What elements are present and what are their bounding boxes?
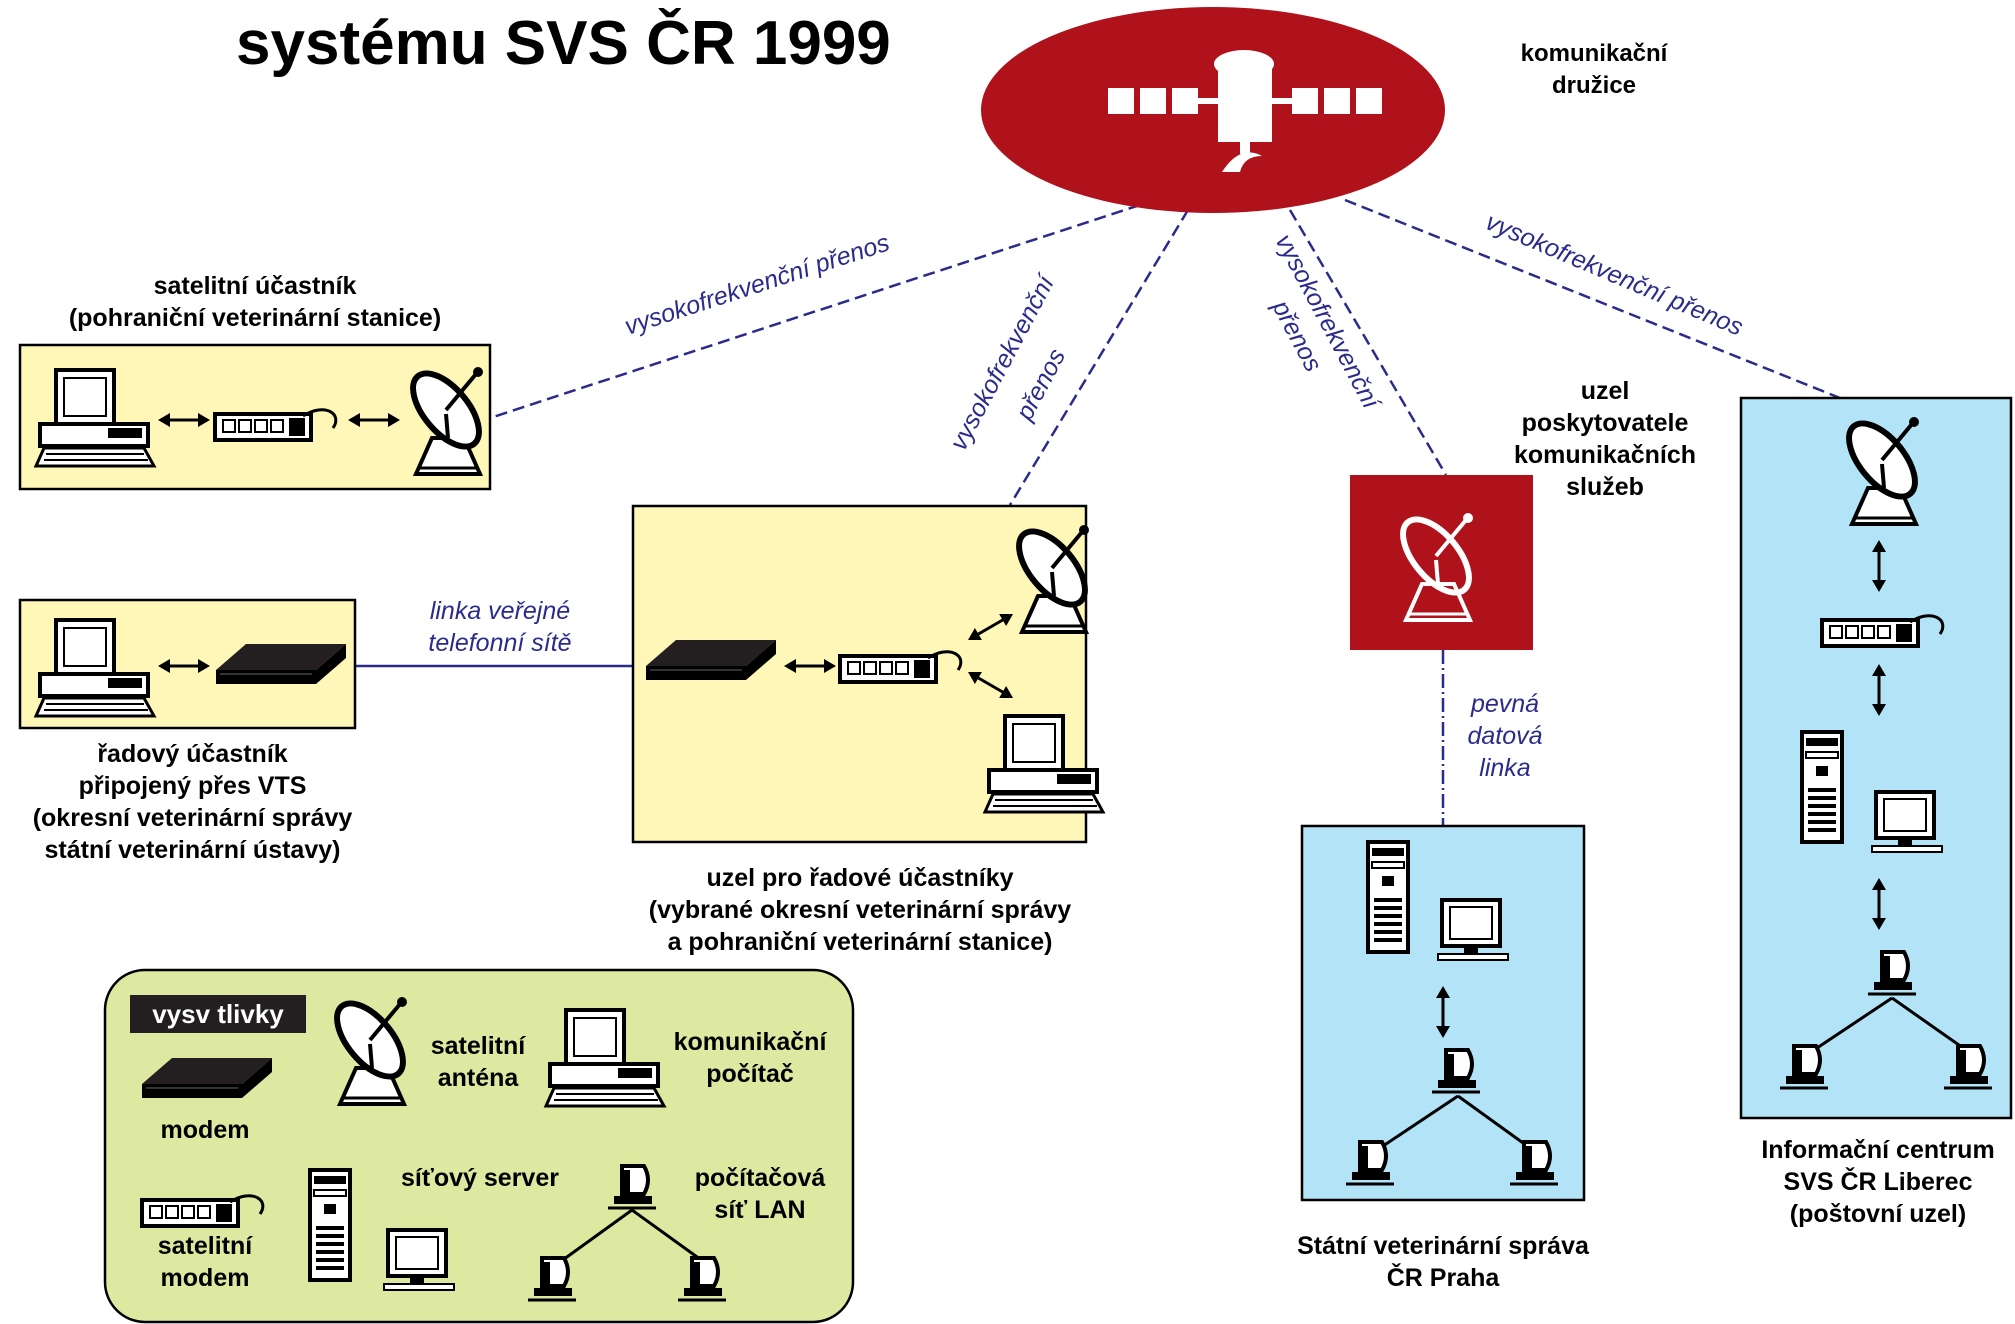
sat-participant-label-line: (pohraniční veterinární stanice) <box>68 304 442 332</box>
ordinary-participant-label: řadový účastník připojený přes VTS (okre… <box>0 738 385 866</box>
ordinary-node-label-line: a pohraniční veterinární stanice) <box>667 928 1053 956</box>
provider-label-line: poskytovatele <box>1521 409 1689 437</box>
server-icon <box>1366 840 1410 954</box>
legend-comm-pc-label-line: komunikační <box>673 1028 827 1056</box>
satellite-icon <box>1108 50 1382 172</box>
legend-server-label: síťový server <box>401 1164 559 1192</box>
liberec-label-line: (poštovní uzel) <box>1789 1200 1967 1228</box>
phone-link-label: linka veřejné telefonní sítě <box>390 595 610 659</box>
legend-modem-label: modem <box>160 1116 250 1144</box>
provider-node <box>1350 475 1533 650</box>
sat-participant-label: satelitní účastník (pohraniční veterinár… <box>20 270 490 334</box>
provider-label-line: komunikačních <box>1514 441 1696 469</box>
legend-lan-label-line: počítačová <box>694 1164 826 1192</box>
ordinary-node-label: uzel pro řadové účastníky (vybrané okres… <box>610 862 1110 958</box>
server-icon <box>308 1168 352 1282</box>
fixed-link-label-line: pevná <box>1470 690 1540 718</box>
provider-label-line: služeb <box>1566 473 1644 501</box>
legend-antenna-label-line: anténa <box>437 1064 519 1092</box>
hf-links <box>489 198 1841 506</box>
legend-comm-pc-label: komunikační počítač <box>660 1026 840 1090</box>
liberec-label-line: Informační centrum <box>1761 1136 1995 1164</box>
page-title: systému SVS ČR 1999 <box>236 9 891 78</box>
provider-label-line: uzel <box>1580 377 1630 405</box>
ordinary-node-box <box>631 504 1105 844</box>
phone-link-label-line: linka veřejné <box>429 597 571 625</box>
prague-label: Státní veterinární správa ČR Praha <box>1268 1230 1618 1294</box>
satellite-participant-box <box>18 343 491 491</box>
legend-antenna-label: satelitní anténa <box>408 1030 548 1094</box>
legend-comm-pc-label-line: počítač <box>706 1060 794 1088</box>
ordinary-participant-label-line: řadový účastník <box>97 740 288 768</box>
liberec-label: Informační centrum SVS ČR Liberec (pošto… <box>1741 1134 2015 1230</box>
ordinary-participant-label-line: (okresní veterinární správy <box>32 804 353 832</box>
prague-label-line: ČR Praha <box>1386 1264 1500 1292</box>
legend-antenna-label-line: satelitní <box>430 1032 526 1060</box>
satellite-label: komunikační družice <box>1494 38 1694 102</box>
hf-label-left: vysokofrekvenční přenos <box>621 229 893 341</box>
legend-sat-modem-label: satelitní modem <box>130 1230 280 1294</box>
prague-box <box>1300 824 1586 1202</box>
ordinary-participant-label-line: státní veterinární ústavy) <box>44 836 341 864</box>
sat-participant-label-line: satelitní účastník <box>153 272 357 300</box>
ordinary-node-label-line: (vybrané okresní veterinární správy <box>648 896 1072 924</box>
legend-box <box>103 968 855 1324</box>
liberec-label-line: SVS ČR Liberec <box>1783 1168 1973 1196</box>
legend-sat-modem-label-line: modem <box>160 1264 250 1292</box>
legend-heading: vysv tlivky <box>130 995 306 1033</box>
ordinary-participant-label-line: připojený přes VTS <box>78 772 307 800</box>
server-icon <box>1800 730 1844 844</box>
fixed-link-label: pevná datová linka <box>1445 688 1565 784</box>
liberec-box <box>1739 396 2013 1120</box>
provider-label: uzel poskytovatele komunikačních služeb <box>1500 375 1710 503</box>
prague-label-line: Státní veterinární správa <box>1297 1232 1589 1260</box>
legend-lan-label-line: síť LAN <box>714 1196 806 1224</box>
ordinary-participant-box <box>18 598 357 730</box>
fixed-link-label-line: linka <box>1479 754 1531 782</box>
hf-label-right: vysokofrekvenční přenos <box>1482 208 1747 342</box>
satellite-node <box>981 7 1445 213</box>
dish-antenna-icon <box>1400 513 1474 622</box>
fixed-link-label-line: datová <box>1467 722 1543 750</box>
legend-sat-modem-label-line: satelitní <box>157 1232 253 1260</box>
satellite-label-line: družice <box>1551 72 1637 99</box>
phone-link-label-line: telefonní sítě <box>428 629 572 657</box>
ordinary-node-label-line: uzel pro řadové účastníky <box>706 864 1014 892</box>
legend-lan-label: počítačová síť LAN <box>680 1162 840 1226</box>
satellite-label-line: komunikační <box>1520 40 1668 67</box>
